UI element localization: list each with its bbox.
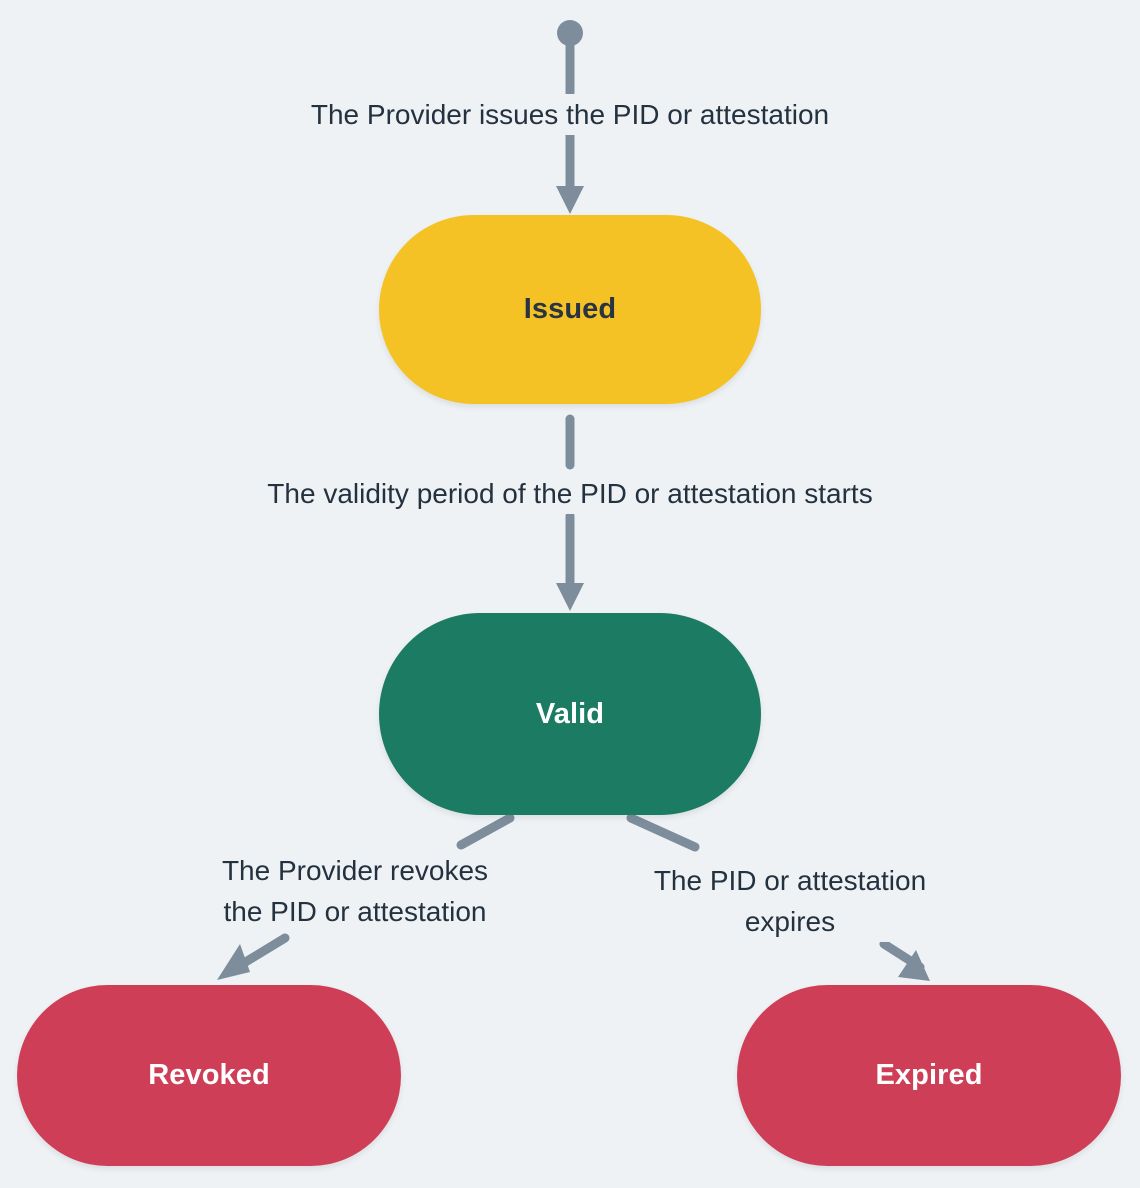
state-node-issued[interactable]: Issued <box>379 215 761 404</box>
transition-label-valid-to-revoked-line-2: the PID or attestation <box>223 896 487 927</box>
edge-valid-to-revoked-arrow-shaft <box>229 933 290 974</box>
state-node-revoked[interactable]: Revoked <box>17 985 401 1166</box>
edge-issued-to-valid-arrowhead <box>556 583 584 611</box>
state-node-valid-label: Valid <box>535 697 605 730</box>
edge-valid-to-expired-arrow-shaft <box>879 939 925 972</box>
state-node-issued-label: Issued <box>523 293 617 325</box>
transition-label-issued-to-valid: The validity period of the PID or attest… <box>0 473 1140 514</box>
transition-label-valid-to-revoked: The Provider revokes the PID or attestat… <box>175 850 535 932</box>
state-node-expired[interactable]: Expired <box>737 985 1121 1166</box>
transition-label-valid-to-expired-line-1: The PID or attestation <box>653 865 927 896</box>
transition-label-valid-to-revoked-line-1: The Provider revokes <box>221 855 489 886</box>
edge-start-to-issued-arrowhead <box>556 186 584 214</box>
transition-label-valid-to-expired: The PID or attestation expires <box>610 860 970 942</box>
state-node-revoked-label: Revoked <box>148 1059 270 1091</box>
transition-label-start-to-issued: The Provider issues the PID or attestati… <box>0 94 1140 135</box>
transition-label-valid-to-expired-line-2: expires <box>744 906 836 937</box>
start-state-marker <box>557 20 583 46</box>
state-node-valid[interactable]: Valid <box>379 613 761 815</box>
edge-valid-to-expired-arrowhead <box>898 950 930 981</box>
edge-valid-to-expired-segment <box>626 813 700 852</box>
edge-valid-to-revoked-segment <box>456 813 515 850</box>
state-node-expired-label: Expired <box>875 1059 983 1091</box>
edge-valid-to-revoked-arrowhead <box>217 944 250 980</box>
